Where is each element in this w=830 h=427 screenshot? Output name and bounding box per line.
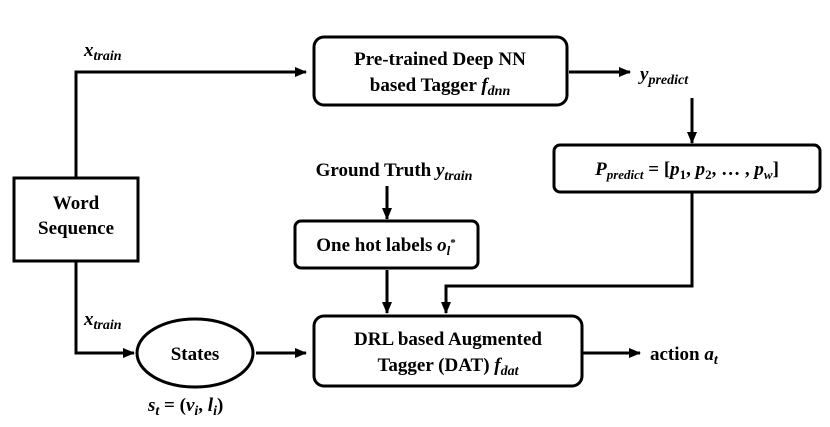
edge-ppredict-to-dat [441,192,694,314]
dat-line2: Tagger (DAT) fdat [377,355,519,379]
action-label: action at [650,344,719,368]
states-ellipse [135,317,255,389]
pretrained-tagger-box [312,35,569,107]
word-sequence-box [12,176,140,263]
states-node: States [135,317,255,389]
x-train-top-label: xtrain [83,40,122,64]
p-predict-node: Ppredict = [p1, p2, … , pw] [552,143,822,194]
word-sequence-line2: Sequence [38,218,114,239]
connectors [74,67,697,358]
pretrained-tagger-line1: Pre-trained Deep NN [354,49,526,70]
y-predict-label: ypredict [638,64,689,88]
word-sequence-node: Word Sequence [12,176,140,263]
one-hot-box [293,219,480,270]
dat-box [312,314,584,388]
pretrained-tagger-line2: based Tagger fdnn [370,75,511,99]
dat-node: DRL based Augmented Tagger (DAT) fdat [312,314,584,388]
edge-word-to-states [74,261,135,358]
edge-word-to-tagger [74,67,307,178]
x-train-bottom-label: xtrain [83,309,122,333]
pretrained-tagger-node: Pre-trained Deep NN based Tagger fdnn [312,35,569,107]
state-definition-label: st = (vi, li) [147,395,223,419]
p-predict-formula: Ppredict = [p1, p2, … , pw] [594,159,779,182]
dat-line1: DRL based Augmented [354,329,542,350]
word-sequence-line1: Word [53,193,100,214]
states-label: States [171,344,220,365]
ground-truth-label: Ground Truth ytrain [316,160,473,184]
p-predict-box [552,143,822,194]
one-hot-node: One hot labels ol* [293,219,480,270]
one-hot-label: One hot labels ol* [316,235,456,258]
